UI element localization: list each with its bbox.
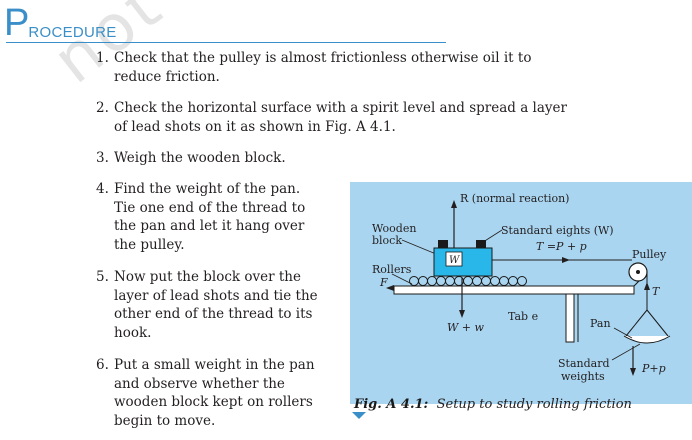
weight-arrowhead bbox=[459, 310, 465, 318]
weight-piece bbox=[476, 240, 486, 250]
table-label: Tab e bbox=[508, 310, 538, 323]
caption-label: Fig. A 4.1: bbox=[354, 397, 429, 412]
step-1: 1. Check that the pulley is almost frict… bbox=[96, 49, 616, 86]
rollers-label: Rollers bbox=[372, 263, 412, 276]
step-number: 4. bbox=[96, 181, 109, 197]
step-4: 4. Find the weight of the pan. Tie one e… bbox=[96, 180, 346, 254]
step-text: Check the horizontal surface with a spir… bbox=[114, 99, 616, 136]
tension-up-arrowhead bbox=[644, 282, 650, 290]
step-line: reduce friction. bbox=[114, 68, 220, 85]
pan-string bbox=[646, 309, 669, 337]
standard-label: Standard bbox=[558, 357, 610, 370]
rolling-friction-figure: R (normal reaction) Wooden block Standar… bbox=[350, 182, 692, 404]
tension-equation-label: T =P + p bbox=[536, 240, 587, 253]
friction-label: F bbox=[379, 276, 388, 289]
step-line: Tie one end of the thread to bbox=[114, 199, 306, 216]
pulley-label: Pulley bbox=[632, 248, 667, 261]
step-2: 2. Check the horizontal surface with a s… bbox=[96, 99, 616, 136]
rollers-row bbox=[409, 276, 527, 286]
table-top bbox=[393, 285, 635, 295]
step-line: Find the weight of the pan. bbox=[114, 181, 301, 197]
wooden-block bbox=[433, 247, 493, 277]
rollers-leader-line bbox=[391, 273, 413, 285]
standard-leader-line bbox=[611, 343, 641, 361]
heading-rule bbox=[6, 42, 446, 43]
step-5: 5. Now put the block over the layer of l… bbox=[96, 268, 346, 342]
weights-label: weights bbox=[561, 370, 605, 383]
block-weight-box bbox=[445, 251, 463, 267]
section-heading: P ROCEDURE bbox=[4, 2, 117, 42]
step-line: the pan and let it hang over bbox=[114, 218, 305, 234]
pulley-axle bbox=[636, 270, 640, 274]
step-line: the pulley. bbox=[114, 236, 185, 253]
step-line: hook. bbox=[114, 324, 152, 341]
step-line: wooden block kept on rollers bbox=[114, 394, 313, 410]
pan-dish bbox=[623, 335, 671, 344]
wooden-label: Wooden bbox=[372, 222, 416, 235]
heading-rest: ROCEDURE bbox=[28, 24, 117, 41]
step-line: Weigh the wooden block. bbox=[114, 150, 286, 166]
step-number: 3. bbox=[96, 150, 109, 166]
step-text: Weigh the wooden block. bbox=[114, 149, 616, 168]
load-arrowhead bbox=[630, 368, 636, 376]
step-line: and observe whether the bbox=[114, 375, 285, 392]
weight-sum-label: W + w bbox=[447, 321, 485, 334]
step-line: Now put the block over the bbox=[114, 269, 301, 285]
step-line: of lead shots on it as shown in Fig. A 4… bbox=[114, 118, 396, 135]
heading-initial: P bbox=[4, 2, 30, 44]
step-3: 3. Weigh the wooden block. bbox=[96, 149, 616, 168]
pan-string bbox=[625, 309, 648, 337]
step-line: Put a small weight in the pan bbox=[114, 357, 315, 373]
figure-diagram: R (normal reaction) Wooden block Standar… bbox=[372, 192, 671, 383]
step-text: Find the weight of the pan. Tie one end … bbox=[114, 180, 346, 254]
normal-reaction-arrowhead bbox=[451, 200, 457, 208]
table-leg bbox=[565, 293, 575, 343]
pan-leader-line bbox=[613, 327, 633, 339]
block-weight-label: W bbox=[449, 255, 460, 266]
step-line: layer of lead shots and tie the bbox=[114, 287, 318, 304]
block-label: block bbox=[372, 234, 402, 247]
step-line: Check the horizontal surface with a spir… bbox=[114, 100, 567, 116]
step-number: 2. bbox=[96, 100, 109, 116]
step-number: 6. bbox=[96, 357, 109, 373]
step-line: other end of the thread to its bbox=[114, 306, 313, 322]
friction-arrowhead bbox=[386, 285, 394, 291]
normal-reaction-label: R (normal reaction) bbox=[460, 192, 569, 205]
load-label: P+p bbox=[641, 362, 666, 375]
step-text: Put a small weight in the pan and observ… bbox=[114, 356, 346, 430]
caption-marker-icon bbox=[352, 412, 366, 419]
block-leader-line bbox=[401, 239, 437, 255]
step-text: Check that the pulley is almost friction… bbox=[114, 49, 616, 86]
tension-arrowhead bbox=[562, 257, 570, 263]
step-line: Check that the pulley is almost friction… bbox=[114, 50, 532, 66]
tension-label: T bbox=[652, 285, 661, 298]
step-number: 5. bbox=[96, 269, 109, 285]
standard-weights-label: Standard eights (W) bbox=[501, 224, 614, 237]
step-line: begin to move. bbox=[114, 412, 216, 429]
step-text: Now put the block over the layer of lead… bbox=[114, 268, 346, 342]
weight-piece bbox=[438, 240, 448, 250]
step-number: 1. bbox=[96, 50, 109, 66]
caption-text: Setup to study rolling friction bbox=[436, 397, 632, 412]
pan-label: Pan bbox=[590, 317, 611, 330]
step-6: 6. Put a small weight in the pan and obs… bbox=[96, 356, 346, 430]
figure-caption: Fig. A 4.1: Setup to study rolling frict… bbox=[354, 397, 632, 412]
